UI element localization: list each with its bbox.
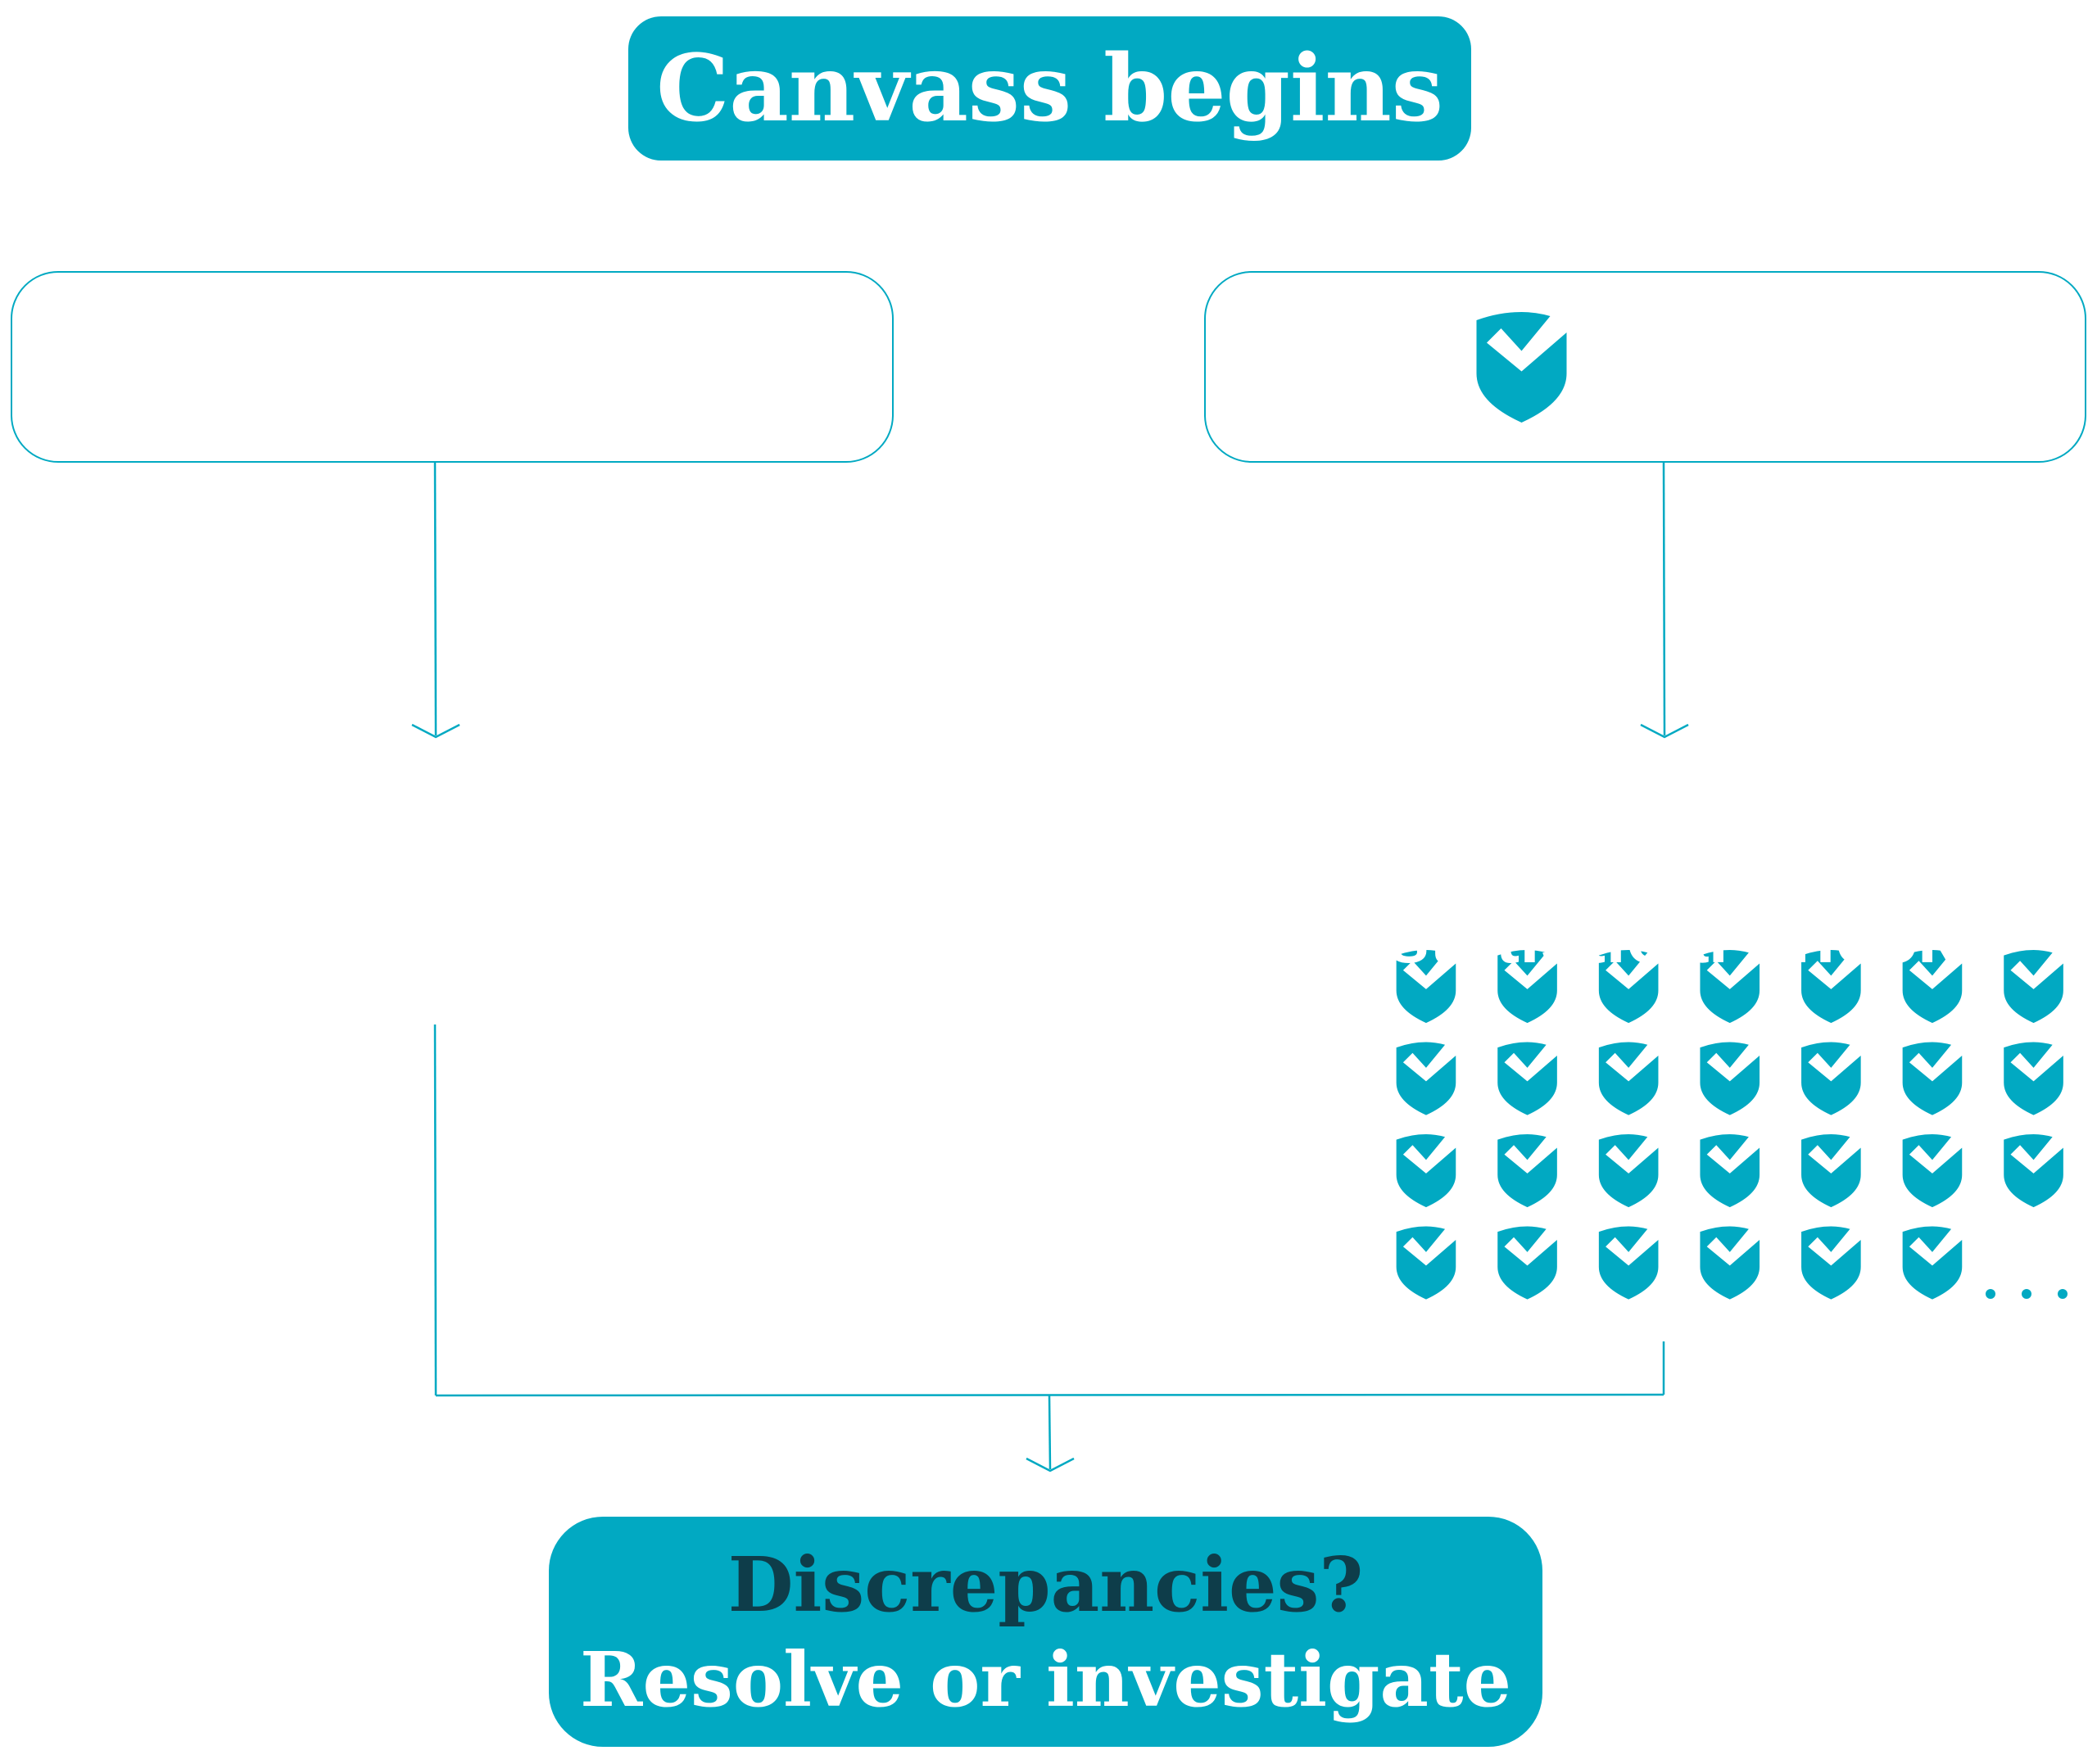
shield-check-icon bbox=[1497, 1042, 1557, 1115]
left-check-icons bbox=[237, 995, 435, 1058]
shield-check-icon bbox=[1396, 950, 1456, 1024]
resolve-label: Resolve or investigate bbox=[579, 1635, 1512, 1724]
shield-check-icon bbox=[1497, 1226, 1557, 1300]
shield-check-icon bbox=[1598, 1226, 1659, 1300]
shield-check-icon bbox=[1700, 1226, 1760, 1300]
shield-check-icon bbox=[1801, 1042, 1861, 1115]
right-desc-line1: Consistency & bbox=[1388, 816, 1901, 898]
checkmark-icon bbox=[237, 995, 304, 1058]
ellipsis-dot bbox=[1986, 1289, 1995, 1299]
shield-check-icon bbox=[1801, 1134, 1861, 1208]
arrowhead-center bbox=[1026, 1457, 1075, 1472]
left-desc-line2: consistency checks bbox=[238, 921, 935, 1003]
continuation-ellipsis bbox=[1986, 1289, 2068, 1299]
without-shield-node: Without ElectionShield bbox=[11, 271, 894, 463]
right-description: 1,000+ Consistency & statistical checks bbox=[1388, 737, 1999, 978]
shield-check-icon bbox=[1497, 950, 1557, 1024]
shield-check-icon bbox=[2004, 950, 2063, 1024]
shield-check-icon bbox=[1700, 1134, 1760, 1208]
arrowhead-right bbox=[1640, 723, 1689, 739]
electionshield-label: ElectionShield bbox=[1584, 337, 1946, 396]
left-desc-line1: Manual bbox=[238, 841, 492, 923]
with-shield-node: With ElectionShield bbox=[1204, 271, 2086, 463]
shield-check-icon bbox=[1902, 1226, 1963, 1300]
connector-left-down bbox=[433, 462, 437, 736]
shield-check-icon bbox=[2004, 1134, 2063, 1208]
shield-check-icon bbox=[1497, 1134, 1557, 1208]
left-description: 3–5 Manual consistency checks bbox=[238, 762, 934, 1002]
shield-check-icon bbox=[1700, 950, 1760, 1024]
right-count: 1,000+ bbox=[1388, 736, 1616, 818]
shield-check-icon bbox=[1598, 1042, 1659, 1115]
ellipsis-dot bbox=[2022, 1289, 2031, 1299]
shield-check-icon bbox=[1598, 1134, 1659, 1208]
shield-check-icon bbox=[2004, 1042, 2063, 1115]
arrowhead-left bbox=[411, 723, 460, 739]
shield-check-icon bbox=[1396, 1042, 1456, 1115]
start-node: Canvass begins bbox=[628, 16, 1471, 161]
with-label: With bbox=[1344, 337, 1458, 396]
shield-check-icon bbox=[1396, 1226, 1456, 1300]
right-desc-line2: statistical checks bbox=[1388, 897, 2000, 979]
shield-check-icon bbox=[1902, 1042, 1963, 1115]
checkmark-icon bbox=[302, 995, 369, 1058]
ellipsis-dot bbox=[2058, 1289, 2068, 1299]
shield-check-icon bbox=[1902, 1134, 1963, 1208]
start-label: Canvass begins bbox=[656, 34, 1443, 142]
left-count: 3–5 bbox=[238, 761, 361, 843]
shield-check-icon bbox=[1801, 950, 1861, 1024]
connector-center-down bbox=[1048, 1395, 1052, 1470]
shield-check-icon bbox=[1700, 1042, 1760, 1115]
shield-check-icon bbox=[1396, 1134, 1456, 1208]
discrepancies-label: Discrepancies? bbox=[727, 1540, 1364, 1629]
shield-grid bbox=[1396, 950, 2063, 1300]
shield-check-icon bbox=[1598, 950, 1659, 1024]
shield-check-icon bbox=[1801, 1226, 1861, 1300]
checkmark-icon bbox=[368, 995, 435, 1058]
connector-left-merge bbox=[433, 1024, 437, 1396]
end-node: Discrepancies? Resolve or investigate bbox=[549, 1517, 1542, 1747]
without-shield-label: Without ElectionShield bbox=[166, 337, 738, 396]
shield-check-icon bbox=[1476, 311, 1567, 423]
shield-check-icon bbox=[1902, 950, 1963, 1024]
